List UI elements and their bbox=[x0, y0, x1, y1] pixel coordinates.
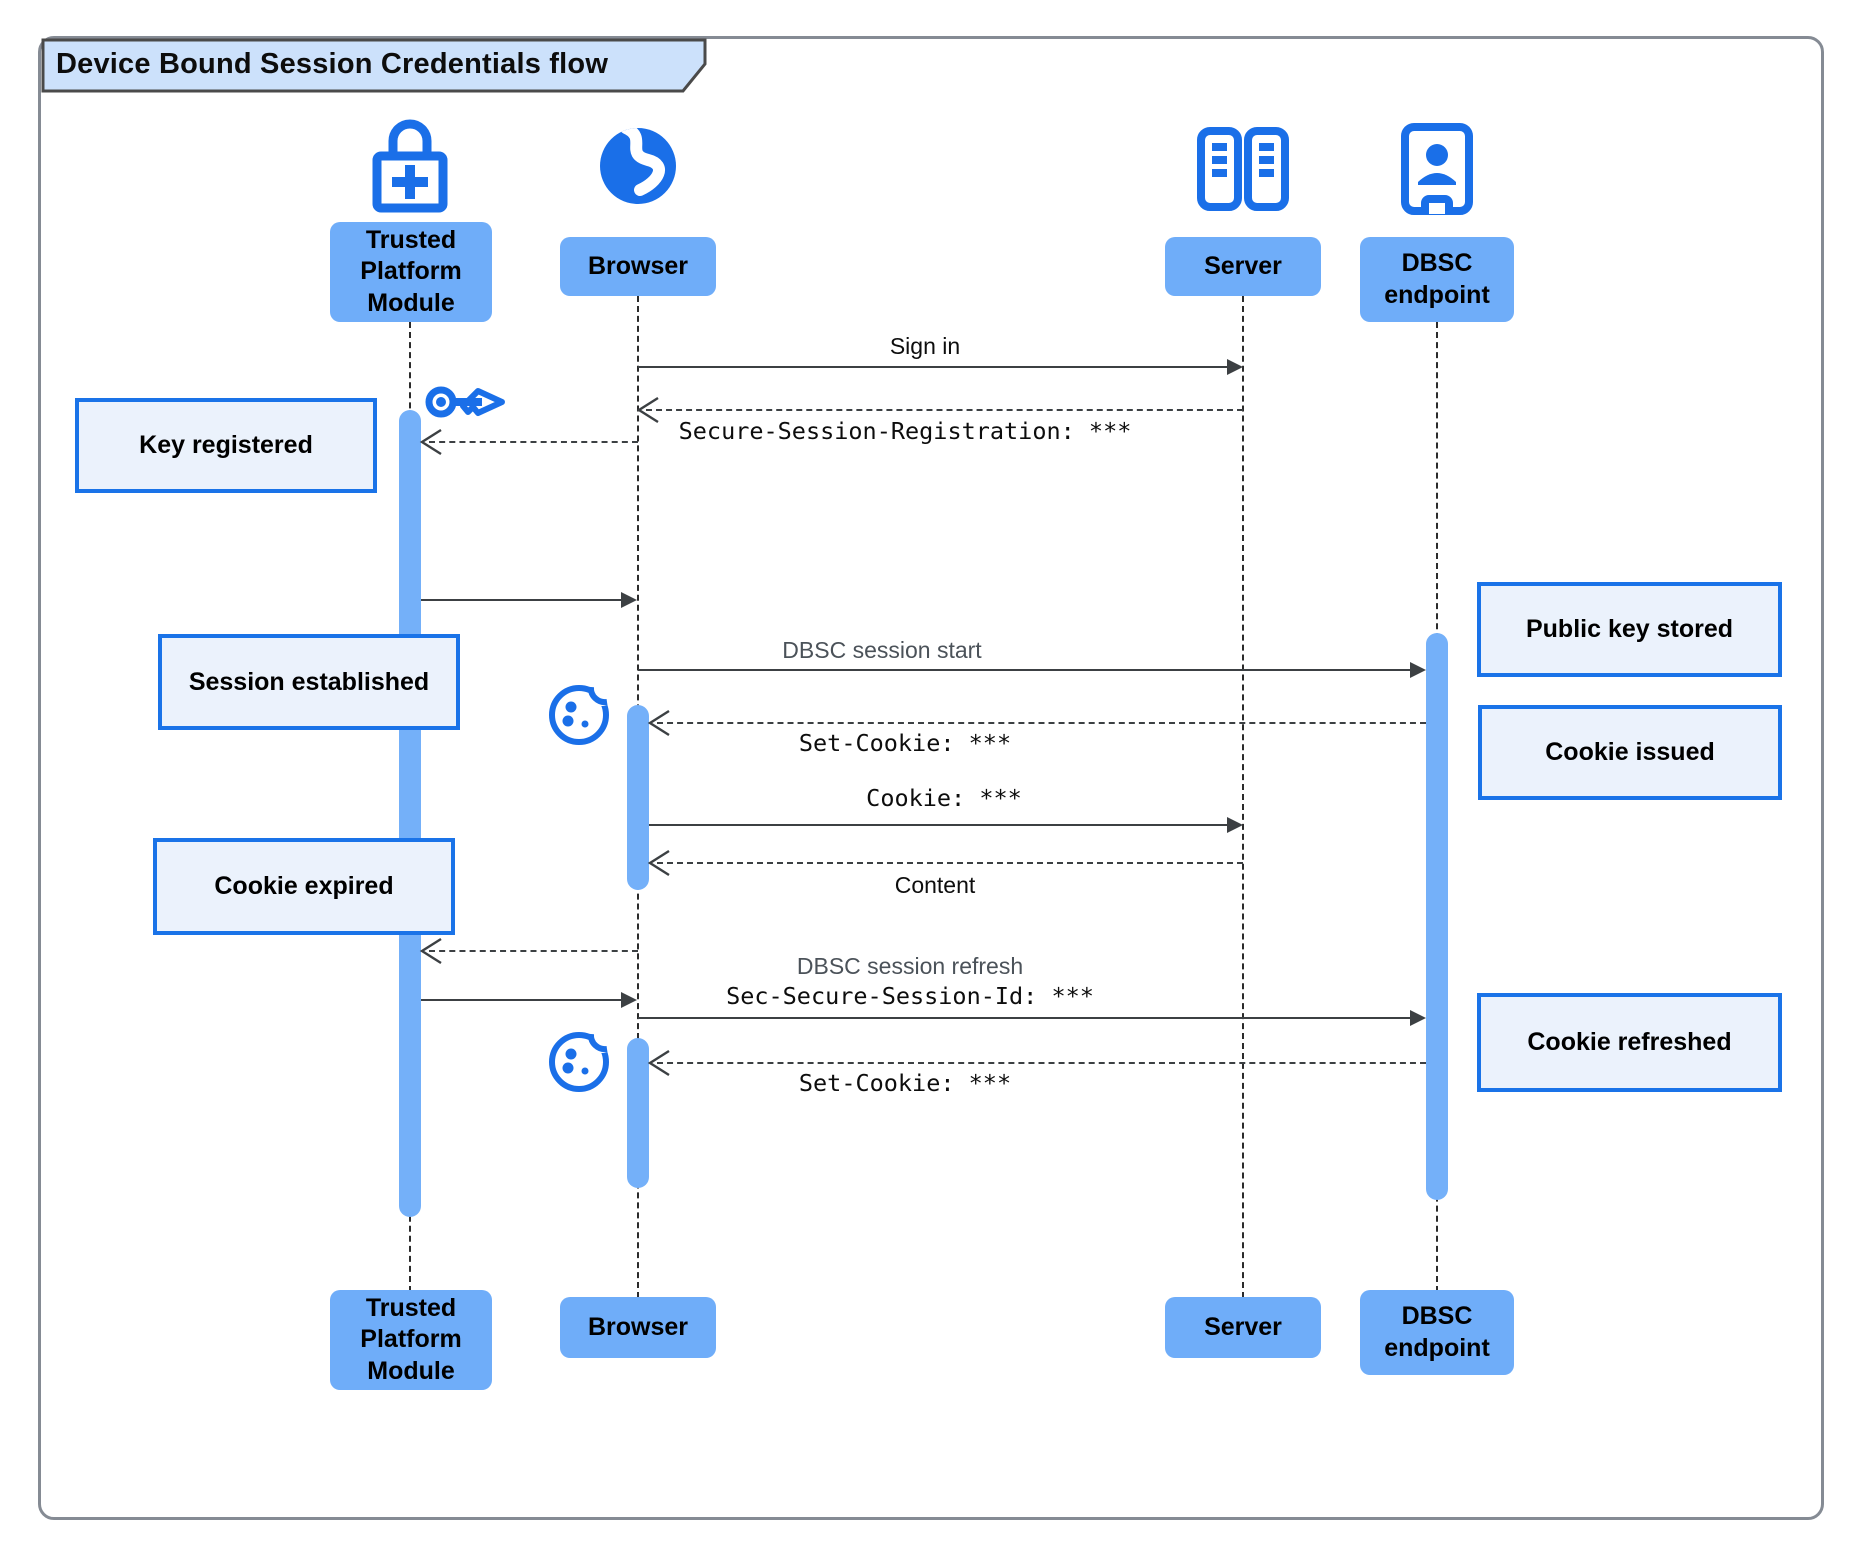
message-line-dbsc-session-start bbox=[638, 669, 1410, 671]
participant-server-top: Server bbox=[1165, 237, 1321, 296]
note-public-key-stored: Public key stored bbox=[1477, 582, 1782, 677]
message-line-key-ready-2 bbox=[421, 999, 622, 1001]
message-label-content: Content bbox=[894, 872, 976, 898]
globe-icon bbox=[600, 128, 676, 204]
open-arrowhead-icon bbox=[647, 709, 670, 737]
activation-bar-browser-2 bbox=[627, 1038, 649, 1188]
diagram-title-tab: Device Bound Session Credentials flow bbox=[40, 38, 708, 94]
arrowhead-icon bbox=[621, 592, 637, 608]
arrowhead-icon bbox=[1227, 359, 1243, 375]
activation-bar-tpm bbox=[399, 410, 421, 1217]
message-line-register-key bbox=[429, 441, 638, 443]
title-tab-shape bbox=[41, 38, 707, 93]
activation-bar-browser-1 bbox=[627, 705, 649, 890]
message-label-dbsc-session-refresh: DBSC session refresh bbox=[796, 953, 1024, 979]
note-cookie-issued: Cookie issued bbox=[1478, 705, 1782, 800]
participant-dbsc-top: DBSC endpoint bbox=[1360, 237, 1514, 322]
message-line-key-ready bbox=[421, 599, 622, 601]
open-arrowhead-icon bbox=[647, 1049, 670, 1077]
message-label-cookie: Cookie: *** bbox=[866, 784, 1022, 812]
message-label-sign-in: Sign in bbox=[889, 333, 961, 359]
activation-bar-dbsc bbox=[1426, 633, 1448, 1200]
cookie-icon bbox=[549, 1027, 615, 1092]
note-cookie-refreshed: Cookie refreshed bbox=[1477, 993, 1782, 1092]
message-line-set-cookie-1 bbox=[657, 722, 1426, 724]
message-label-set-cookie-2: Set-Cookie: *** bbox=[798, 1069, 1012, 1097]
open-arrowhead-icon bbox=[647, 849, 670, 877]
server-racks-icon bbox=[1197, 127, 1289, 211]
message-line-content bbox=[657, 862, 1243, 864]
message-line-secure-session-registration bbox=[646, 409, 1243, 411]
arrowhead-icon bbox=[621, 992, 637, 1008]
participant-tpm-top: Trusted Platform Module bbox=[330, 222, 492, 322]
arrowhead-icon bbox=[1227, 817, 1243, 833]
note-cookie-expired: Cookie expired bbox=[153, 838, 455, 935]
message-line-sign-in bbox=[638, 366, 1228, 368]
participant-browser-bottom: Browser bbox=[560, 1297, 716, 1358]
participant-tpm-bottom: Trusted Platform Module bbox=[330, 1290, 492, 1390]
message-label-dbsc-session-start: DBSC session start bbox=[782, 637, 982, 663]
message-line-dbsc-session-refresh bbox=[638, 1017, 1410, 1019]
participant-browser-top: Browser bbox=[560, 237, 716, 296]
lifeline-server bbox=[1242, 296, 1244, 1298]
message-label-secure-session-registration: Secure-Session-Registration: *** bbox=[678, 417, 1132, 445]
note-key-registered: Key registered bbox=[75, 398, 377, 493]
key-icon bbox=[425, 386, 505, 418]
message-line-set-cookie-2 bbox=[657, 1062, 1426, 1064]
message-sublabel-sec-secure-session-id: Sec-Secure-Session-Id: *** bbox=[726, 982, 1094, 1010]
message-line-cookie bbox=[649, 824, 1228, 826]
message-line-refresh-key bbox=[429, 950, 638, 952]
cookie-icon bbox=[549, 680, 615, 745]
page-title: Device Bound Session Credentials flow bbox=[56, 47, 609, 80]
open-arrowhead-icon bbox=[419, 937, 442, 965]
participant-dbsc-bottom: DBSC endpoint bbox=[1360, 1290, 1514, 1375]
note-session-established: Session established bbox=[158, 634, 460, 730]
open-arrowhead-icon bbox=[419, 428, 442, 456]
person-door-icon bbox=[1401, 123, 1473, 215]
participant-server-bottom: Server bbox=[1165, 1297, 1321, 1358]
message-label-set-cookie-1: Set-Cookie: *** bbox=[798, 729, 1012, 757]
lock-plus-icon bbox=[372, 119, 448, 213]
arrowhead-icon bbox=[1410, 1010, 1426, 1026]
arrowhead-icon bbox=[1410, 662, 1426, 678]
open-arrowhead-icon bbox=[636, 396, 659, 424]
